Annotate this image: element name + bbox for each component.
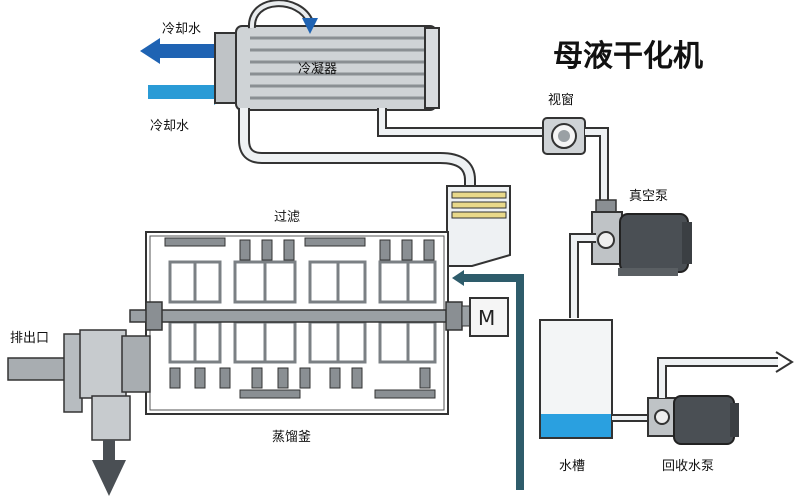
label-cooling-water-in: 冷却水 bbox=[150, 119, 189, 134]
label-filter: 过滤 bbox=[274, 210, 300, 225]
sight-glass bbox=[542, 117, 586, 155]
diagram-title: 母液干化机 bbox=[553, 39, 703, 74]
label-return-pump: 回收水泵 bbox=[662, 459, 714, 474]
label-still: 蒸馏釜 bbox=[272, 430, 311, 445]
return-outlet-pipe bbox=[657, 357, 778, 398]
label-discharge: 排出口 bbox=[10, 331, 49, 346]
vacuum-pump bbox=[591, 199, 692, 276]
label-vacuum-pump: 真空泵 bbox=[629, 189, 668, 204]
discharge-arrow-icon bbox=[92, 460, 126, 496]
vacuum-line-pipe bbox=[377, 108, 545, 137]
label-cooling-water-out: 冷却水 bbox=[162, 22, 201, 37]
condenser bbox=[214, 25, 440, 111]
label-water-tank: 水槽 bbox=[559, 459, 585, 474]
return-outlet-arrow-icon bbox=[775, 351, 794, 373]
motor-label: M bbox=[478, 306, 495, 330]
vapor-arrow-icon bbox=[302, 18, 318, 34]
vapor-pipe bbox=[238, 108, 476, 188]
label-condenser: 冷凝器 bbox=[298, 61, 337, 77]
feed-pipe bbox=[458, 274, 524, 490]
feed-arrow-icon bbox=[452, 270, 464, 286]
filter-hood bbox=[446, 185, 511, 267]
label-sight-glass: 视窗 bbox=[548, 92, 574, 108]
water-tank bbox=[539, 319, 613, 439]
still-vessel bbox=[129, 231, 463, 415]
cooling-water-out-pipe bbox=[140, 38, 230, 64]
discharge-outlet bbox=[7, 329, 151, 496]
motor bbox=[461, 297, 509, 337]
return-water-pump bbox=[647, 395, 739, 445]
